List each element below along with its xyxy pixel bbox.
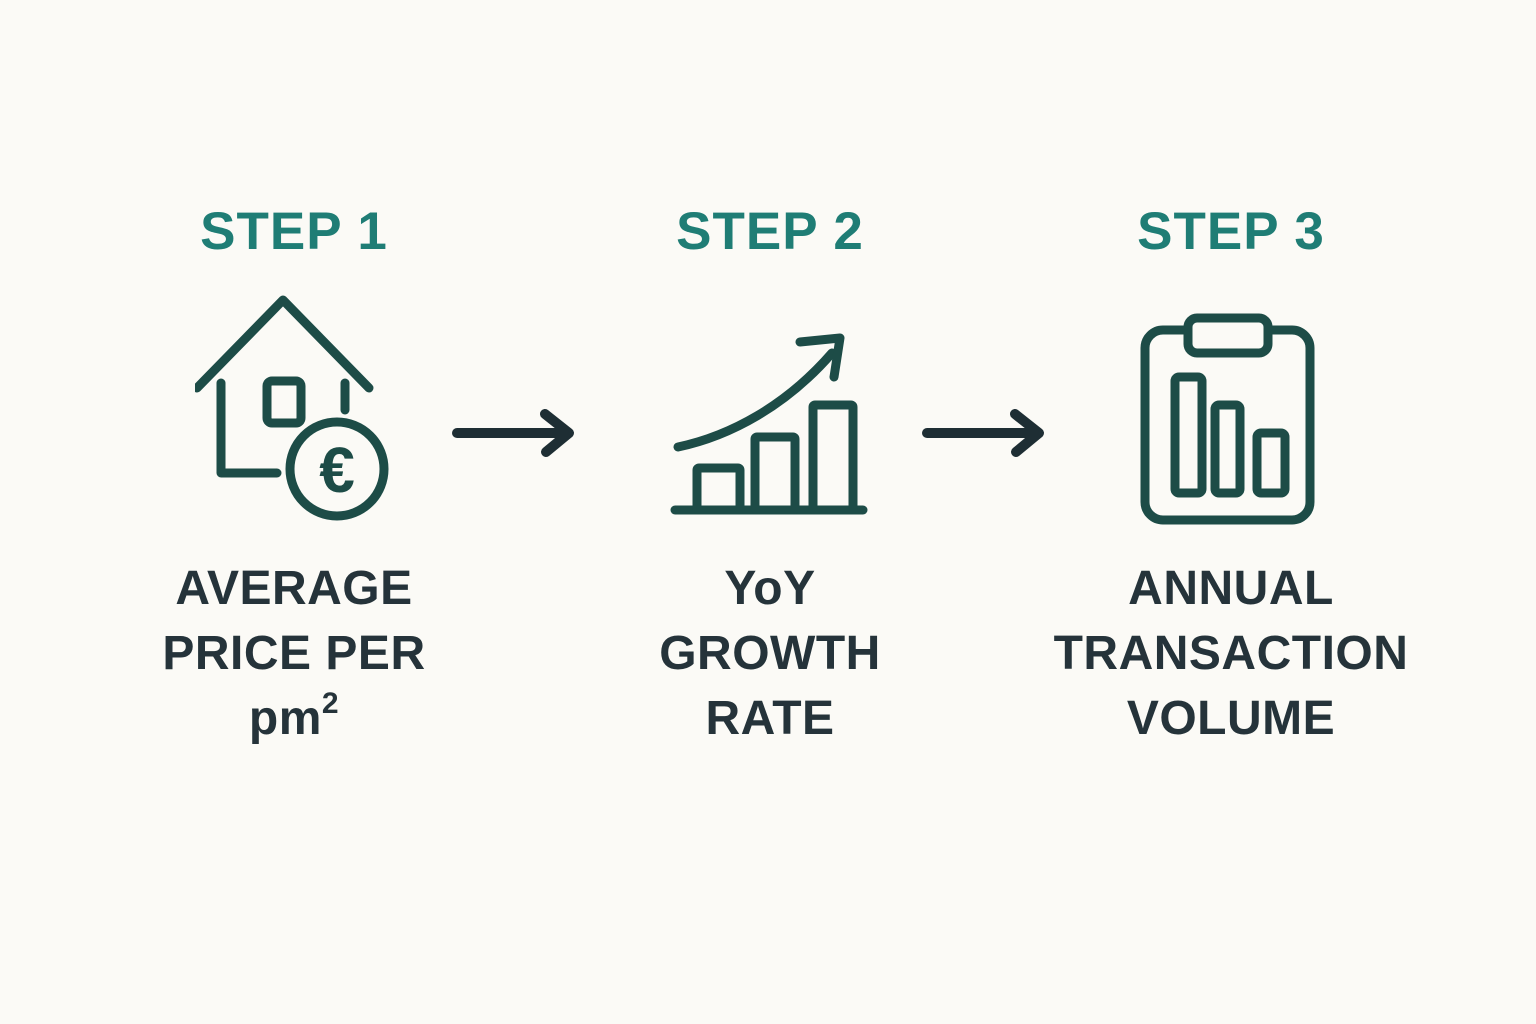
- arrow-head: [1010, 409, 1044, 457]
- right-arrow: [922, 408, 1052, 458]
- step-1-column: STEP 1 AVERAGE PRICE PER pm2: [94, 0, 494, 1024]
- house-euro-icon: €: [192, 295, 435, 545]
- step-1-heading: STEP 1: [200, 202, 388, 261]
- step-3-label-line: ANNUAL: [1128, 562, 1334, 615]
- euro-symbol: €: [319, 434, 355, 506]
- house-wall-left: [216, 378, 282, 478]
- clipboard-clip: [1183, 313, 1273, 358]
- step-3-label: ANNUAL TRANSACTION VOLUME: [1021, 556, 1441, 751]
- step-1-label-unit: pm2: [248, 687, 340, 746]
- clipboard-bar-medium: [1210, 400, 1245, 498]
- step-1-label: AVERAGE PRICE PER pm2: [94, 556, 494, 751]
- step-2-label-line: GROWTH: [659, 627, 881, 680]
- step-3-column: STEP 3 ANNUAL TRANSACTION VOLUME: [1021, 0, 1441, 1024]
- chart-bar-medium: [750, 432, 800, 515]
- superscript-2: 2: [321, 687, 340, 720]
- step-2-column: STEP 2 YoY GROWTH RATE: [570, 0, 970, 1024]
- chart-bar-tall: [808, 400, 858, 515]
- step-2-label: YoY GROWTH RATE: [570, 556, 970, 751]
- chart-bar-small: [692, 463, 745, 515]
- growth-chart-icon: [668, 323, 868, 523]
- step-3-heading: STEP 3: [1137, 202, 1325, 261]
- euro-coin: [285, 417, 389, 521]
- step-1-label-line: PRICE PER: [162, 627, 426, 680]
- growth-arrowhead: [795, 333, 845, 382]
- step-2-label-line: RATE: [705, 692, 835, 745]
- step-1-label-line: AVERAGE: [175, 562, 413, 615]
- clipboard-bar-tall: [1170, 372, 1207, 498]
- right-arrow: [452, 408, 582, 458]
- step-2-label-line: YoY: [724, 562, 816, 615]
- step-3-label-line: TRANSACTION: [1053, 627, 1409, 680]
- house-roof: [192, 295, 374, 393]
- growth-curve: [673, 348, 837, 452]
- arrow-head: [540, 409, 574, 457]
- house-window: [262, 376, 306, 428]
- step-2-heading: STEP 2: [676, 202, 864, 261]
- step-3-label-line: VOLUME: [1126, 692, 1336, 745]
- clipboard-chart-icon: [1140, 310, 1330, 525]
- clipboard-bar-small: [1252, 428, 1290, 498]
